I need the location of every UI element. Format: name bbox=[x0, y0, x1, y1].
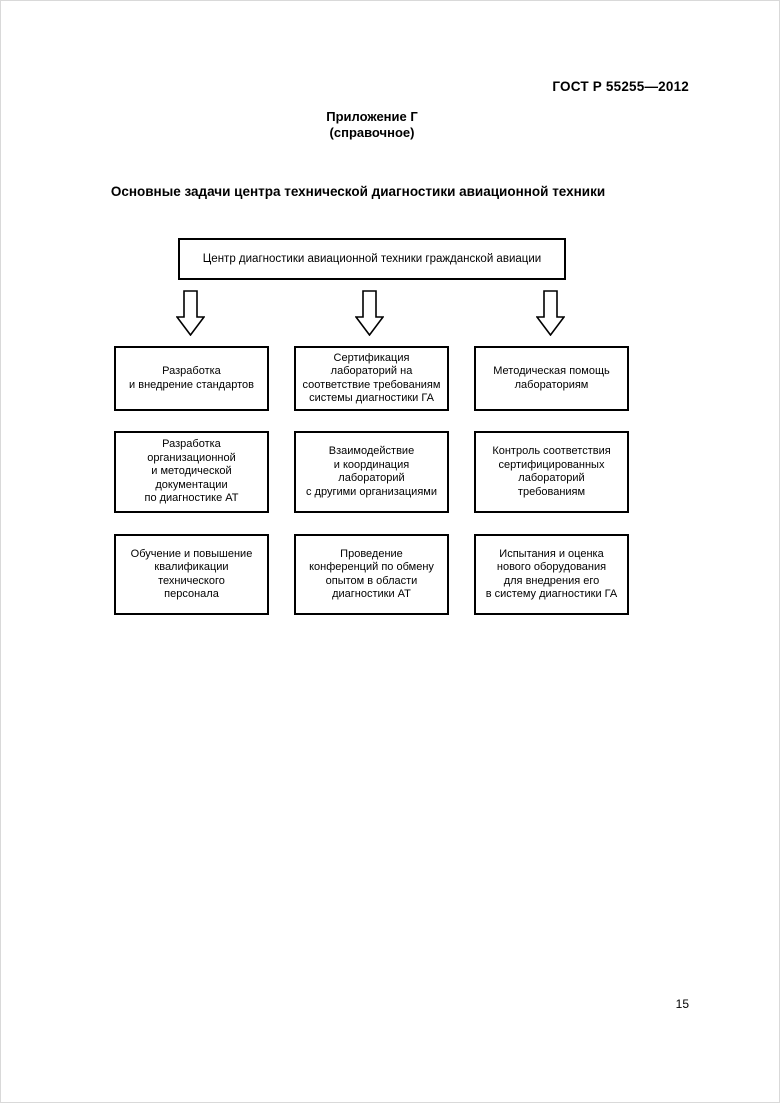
task-node: Методическая помощь лабораториям bbox=[474, 346, 629, 411]
diagram-root-node: Центр диагностики авиационной техники гр… bbox=[178, 238, 566, 280]
task-node-label: Разработка и внедрение стандартов bbox=[129, 365, 254, 391]
task-node-label: Методическая помощь лабораториям bbox=[493, 365, 610, 391]
appendix-type: (справочное) bbox=[329, 125, 415, 140]
task-node-label: Разработка организационной и методическо… bbox=[144, 438, 239, 505]
task-node: Сертификация лабораторий на соответствие… bbox=[294, 346, 449, 411]
task-node: Разработка организационной и методическо… bbox=[114, 431, 269, 513]
root-node-label: Центр диагностики авиационной техники гр… bbox=[202, 253, 542, 265]
task-node: Разработка и внедрение стандартов bbox=[114, 346, 269, 411]
appendix-name: Приложение Г bbox=[326, 109, 418, 124]
diagram-title: Основные задачи центра технической диагн… bbox=[110, 184, 606, 199]
task-node-label: Взаимодействие и координация лабораторий… bbox=[305, 445, 437, 498]
appendix-heading: Приложение Г (справочное) bbox=[55, 109, 689, 141]
task-node: Испытания и оценка нового оборудования д… bbox=[474, 534, 629, 615]
task-node: Взаимодействие и координация лабораторий… bbox=[294, 431, 449, 513]
down-arrow-icon bbox=[536, 290, 565, 336]
task-node: Проведение конференций по обмену опытом … bbox=[294, 534, 449, 615]
task-node-label: Сертификация лабораторий на соответствие… bbox=[302, 351, 441, 405]
task-node-label: Контроль соответствия сертифицированных … bbox=[492, 445, 611, 498]
standard-number: ГОСТ Р 55255—2012 bbox=[552, 79, 689, 94]
task-node: Обучение и повышение квалификации технич… bbox=[114, 534, 269, 615]
task-node: Контроль соответствия сертифицированных … bbox=[474, 431, 629, 513]
down-arrow-icon bbox=[176, 290, 205, 336]
task-node-label: Обучение и повышение квалификации технич… bbox=[130, 547, 253, 601]
down-arrow-icon bbox=[355, 290, 384, 336]
page-number: 15 bbox=[675, 997, 689, 1011]
task-node-label: Испытания и оценка нового оборудования д… bbox=[485, 547, 618, 601]
task-node-label: Проведение конференций по обмену опытом … bbox=[309, 547, 434, 601]
